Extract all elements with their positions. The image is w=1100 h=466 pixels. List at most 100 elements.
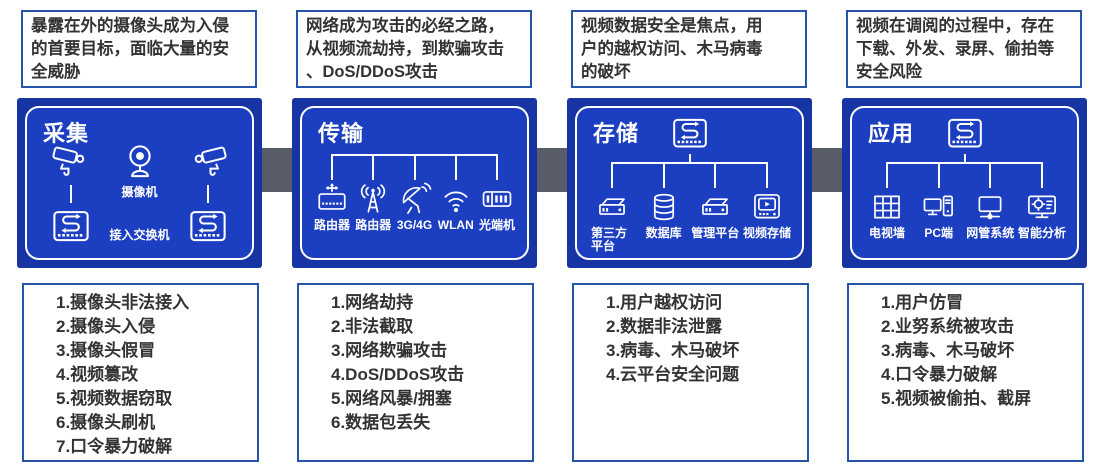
threat-summary-transmission: 网络成为攻击的必经之路， 从视频流劫持，到欺骗攻击 、DoS/DDoS攻击 (296, 10, 532, 88)
threat-summary-collection: 暴露在外的摄像头成为入侵 的首要目标，面临大量的安 全威胁 (21, 10, 257, 88)
device-label-nms: 网管系统 (966, 226, 1015, 240)
stage-title-application: 应用 (868, 121, 915, 146)
link-line (496, 154, 498, 180)
stage-panel-application: 应用 电视墙 (842, 98, 1087, 268)
server-icon (702, 198, 729, 215)
optical-terminal-icon (482, 191, 512, 207)
link-line (963, 154, 966, 162)
risk-item: 4.视频篡改 (56, 365, 139, 384)
link-line (714, 162, 717, 188)
stage-title-collection: 采集 (43, 121, 90, 146)
device-label-pc: PC端 (924, 226, 953, 240)
switch-icon (947, 118, 982, 148)
stage-panel-inner: 采集 (25, 106, 254, 260)
stage-panel-inner: 应用 电视墙 (850, 106, 1079, 260)
link-line (331, 154, 333, 180)
video-storage-icon (754, 194, 780, 219)
bus-line (612, 162, 767, 164)
device-label-optical: 光端机 (478, 218, 515, 232)
router-icon (318, 183, 346, 210)
satellite-dish-icon (402, 182, 431, 215)
risk-item: 4.口令暴力破解 (881, 365, 998, 384)
device-label-thirdparty: 第三方 平台 (591, 226, 628, 253)
wifi-icon (444, 191, 468, 213)
device-label-mgmt-platform: 管理平台 (691, 226, 740, 240)
link-line (413, 154, 416, 180)
ai-analysis-icon (1028, 195, 1056, 219)
device-label-ai-analysis: 智能分析 (1017, 226, 1066, 240)
link-line (662, 162, 665, 188)
risk-item: 3.病毒、木马破坏 (881, 341, 1015, 360)
risk-item: 4.DoS/DDoS攻击 (331, 365, 465, 384)
stage-panel-transmission: 传输 路由器 (292, 98, 537, 268)
link-line (454, 154, 457, 180)
switch-icon (672, 118, 707, 148)
antenna-tower-icon (361, 184, 386, 213)
device-label-router: 路由器 (313, 218, 350, 232)
risk-item: 5.视频被偷拍、截屏 (881, 389, 1032, 408)
device-label-camera: 摄像机 (121, 185, 158, 199)
threat-summary-application: 视频在调阅的过程中，存在 下载、外发、录屏、偷拍等 安全风险 (846, 10, 1082, 88)
device-label-tv-wall: 电视墙 (868, 226, 905, 240)
risk-list-application: 1.用户仿冒 2.业努系统被攻击 3.病毒、木马破坏 4.口令暴力破解 5.视频… (847, 283, 1084, 462)
cctv-camera-icon (52, 146, 85, 176)
switch-icon (53, 211, 89, 242)
risk-item: 5.视频数据窃取 (56, 389, 173, 408)
link-line (611, 162, 613, 188)
stage-panel-storage: 存储 第三方 平台 (567, 98, 812, 268)
risk-item: 1.摄像头非法接入 (56, 293, 190, 312)
webcam-icon (128, 145, 151, 178)
device-label-database: 数据库 (645, 226, 682, 240)
stage-panel-inner: 传输 路由器 (300, 106, 529, 260)
risk-item: 1.用户越权访问 (606, 293, 723, 312)
risk-item: 2.摄像头入侵 (56, 317, 156, 336)
bus-line (887, 162, 1042, 164)
stage-column-application: 视频在调阅的过程中，存在 下载、外发、录屏、偷拍等 安全风险 应用 (839, 8, 1089, 462)
device-label-access-switch: 接入交换机 (109, 228, 170, 242)
tv-wall-icon (874, 195, 900, 219)
risk-list-collection: 1.摄像头非法接入 2.摄像头入侵 3.摄像头假冒 4.视频篡改 5.视频数据窃… (22, 283, 259, 462)
risk-item: 2.非法截取 (331, 317, 414, 336)
risk-item: 5.网络风暴/拥塞 (331, 389, 452, 408)
link-line (372, 154, 375, 180)
link-line (1040, 162, 1043, 188)
link-line (70, 185, 72, 203)
risk-item: 6.摄像头刷机 (56, 413, 156, 432)
stage-title-storage: 存储 (593, 121, 640, 146)
stage-column-storage: 视频数据安全是焦点，用 户的越权访问、木马病毒 的破坏 存储 (564, 8, 814, 462)
pc-icon (923, 195, 953, 217)
device-label-3g4g: 3G/4G (396, 218, 433, 232)
stage-column-transmission: 网络成为攻击的必经之路， 从视频流劫持，到欺骗攻击 、DoS/DDoS攻击 传输 (289, 8, 539, 462)
risk-item: 3.网络欺骗攻击 (331, 341, 448, 360)
device-label-wlan: WLAN (437, 218, 474, 232)
database-icon (653, 193, 674, 221)
switch-icon (190, 211, 226, 242)
link-line (989, 162, 992, 188)
stage-panel-inner: 存储 第三方 平台 (575, 106, 804, 260)
stage-column-collection: 暴露在外的摄像头成为入侵 的首要目标，面临大量的安 全威胁 采集 (14, 8, 264, 462)
stage-title-transmission: 传输 (318, 121, 365, 146)
risk-item: 1.网络劫持 (331, 293, 414, 312)
link-line (937, 162, 940, 188)
threat-summary-storage: 视频数据安全是焦点，用 户的越权访问、木马病毒 的破坏 (571, 10, 807, 88)
risk-item: 2.数据非法泄露 (606, 317, 723, 336)
camera-chain-left (41, 142, 101, 254)
network-management-icon (978, 196, 1002, 220)
camera-chain-right (178, 142, 238, 254)
device-label-video-storage: 视频存储 (742, 226, 791, 240)
risk-item: 3.病毒、木马破坏 (606, 341, 740, 360)
link-line (765, 162, 768, 188)
risk-item: 7.口令暴力破解 (56, 437, 173, 456)
risk-item: 6.数据包丢失 (331, 413, 431, 432)
bus-line (332, 154, 497, 156)
risk-list-transmission: 1.网络劫持 2.非法截取 3.网络欺骗攻击 4.DoS/DDoS攻击 5.网络… (297, 283, 534, 462)
risk-item: 1.用户仿冒 (881, 293, 964, 312)
stage-panel-collection: 采集 (17, 98, 262, 268)
risk-item: 2.业努系统被攻击 (881, 317, 1015, 336)
risk-item: 3.摄像头假冒 (56, 341, 156, 360)
cctv-camera-icon (194, 146, 227, 176)
device-label-router2: 路由器 (355, 218, 392, 232)
server-icon (599, 198, 625, 215)
risk-item: 4.云平台安全问题 (606, 365, 740, 384)
link-line (886, 162, 888, 188)
